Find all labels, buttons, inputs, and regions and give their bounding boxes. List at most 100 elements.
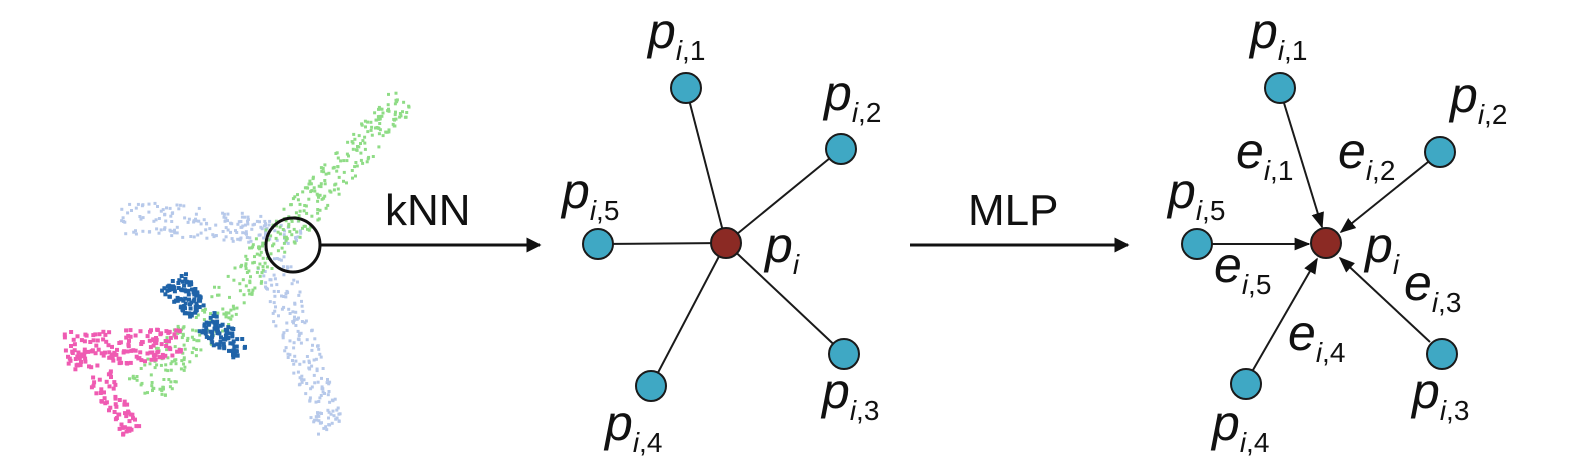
wing-point xyxy=(294,310,298,314)
fuselage-point xyxy=(153,366,157,370)
wing-point xyxy=(315,367,319,371)
tail-point xyxy=(127,419,132,424)
engine-point xyxy=(183,306,187,311)
wing-point xyxy=(246,215,250,219)
wing-point xyxy=(155,227,159,231)
graph1-edge-5 xyxy=(597,242,727,245)
engine-point xyxy=(188,302,192,307)
wing-point xyxy=(194,212,198,216)
engine-point xyxy=(182,304,187,308)
fuselage-point xyxy=(190,351,194,355)
fuselage-point xyxy=(261,241,265,245)
fuselage-point xyxy=(345,152,349,156)
fuselage-point xyxy=(174,362,178,366)
fuselage-point xyxy=(380,114,384,118)
fuselage-point xyxy=(198,333,202,337)
wing-point xyxy=(205,236,209,240)
wing-point xyxy=(315,418,319,422)
wing-point xyxy=(221,230,225,233)
engine-point xyxy=(197,329,202,334)
wing-point xyxy=(274,305,277,309)
engine-point xyxy=(186,292,191,297)
tail-point xyxy=(96,347,101,352)
wing-point xyxy=(289,265,293,269)
fuselage-point xyxy=(394,91,398,95)
graph1-edge-2 xyxy=(725,148,842,244)
wing-point xyxy=(262,236,266,240)
graph2-label-p5: pi,5 xyxy=(1166,163,1225,226)
wing-point xyxy=(334,417,338,421)
wing-point xyxy=(153,201,157,205)
wing-point xyxy=(290,282,294,286)
wing-point xyxy=(255,219,259,223)
wing-point xyxy=(282,265,285,269)
fuselage-point xyxy=(364,125,367,129)
fuselage-point xyxy=(234,312,238,316)
fuselage-point xyxy=(363,147,367,151)
fuselage-point xyxy=(310,214,314,218)
tail-point xyxy=(92,380,97,385)
wing-point xyxy=(299,231,303,235)
wing-point xyxy=(291,359,294,362)
tail-point xyxy=(163,353,168,358)
wing-point xyxy=(310,328,314,332)
fuselage-point xyxy=(164,368,168,372)
wing-point xyxy=(275,257,279,260)
tail-point xyxy=(147,338,152,343)
wing-point xyxy=(324,425,328,429)
fuselage-point xyxy=(140,381,144,385)
fuselage-point xyxy=(276,249,280,253)
wing-point xyxy=(178,203,182,207)
wing-point xyxy=(171,211,175,215)
engine-point xyxy=(221,341,226,346)
tail-point xyxy=(117,356,122,361)
fuselage-point xyxy=(192,338,196,342)
fuselage-point xyxy=(320,169,324,173)
engine-point xyxy=(218,323,223,328)
wing-point xyxy=(273,277,277,281)
tail-point xyxy=(66,361,71,366)
wing-point xyxy=(244,230,248,234)
fuselage-point xyxy=(324,172,328,176)
fuselage-point xyxy=(309,182,313,186)
tail-point xyxy=(109,352,114,357)
tail-point xyxy=(66,354,70,359)
wing-point xyxy=(305,382,309,385)
fuselage-point xyxy=(336,165,340,169)
fuselage-point xyxy=(128,377,131,381)
wing-point xyxy=(304,319,308,323)
fuselage-point xyxy=(182,343,186,347)
wing-point xyxy=(140,204,144,208)
tail-point xyxy=(126,342,131,347)
tail-point xyxy=(126,410,131,415)
wing-point xyxy=(246,218,250,222)
fuselage-point xyxy=(381,111,385,115)
fuselage-point xyxy=(168,385,172,389)
fuselage-point xyxy=(270,267,274,270)
wing-point xyxy=(321,367,325,370)
wing-point xyxy=(226,228,230,232)
wing-point xyxy=(314,415,318,419)
fuselage-point xyxy=(346,140,350,144)
fuselage-point xyxy=(386,109,390,113)
fuselage-point xyxy=(217,285,221,289)
wing-point xyxy=(263,219,267,223)
wing-point xyxy=(297,293,301,297)
fuselage-point xyxy=(303,204,307,207)
wing-point xyxy=(132,230,136,234)
tail-point xyxy=(111,358,116,363)
wing-point xyxy=(286,356,290,359)
tail-point xyxy=(174,335,178,340)
wing-point xyxy=(163,213,167,217)
wing-point xyxy=(294,235,298,239)
fuselage-point xyxy=(182,362,185,366)
tail-point xyxy=(98,391,103,395)
fuselage-point xyxy=(288,230,292,234)
fuselage-point xyxy=(377,105,381,109)
fuselage-point xyxy=(319,182,323,186)
wing-point xyxy=(264,222,267,226)
fuselage-point xyxy=(291,197,295,201)
fuselage-point xyxy=(369,120,373,124)
wing-point xyxy=(273,229,277,233)
